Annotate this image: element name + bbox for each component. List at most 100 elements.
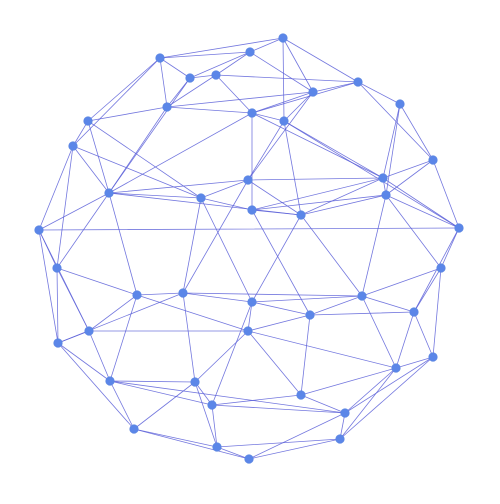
vertex-node (190, 377, 200, 387)
edge-line (108, 179, 249, 194)
edge-line (247, 120, 285, 181)
edge-line (87, 120, 202, 199)
edge-line (339, 356, 434, 440)
edge-line (136, 292, 184, 296)
edge-line (159, 57, 168, 108)
vertex-node (243, 175, 253, 185)
edge-line (251, 209, 302, 216)
edge-line (251, 112, 384, 179)
vertex-node (104, 188, 114, 198)
edge-line (133, 381, 196, 430)
vertex-node (68, 141, 78, 151)
edge-line (88, 330, 111, 382)
vertex-node (335, 434, 345, 444)
edge-line (194, 381, 213, 406)
edge-line (247, 330, 302, 396)
vertex-node (244, 454, 254, 464)
edge-line (182, 179, 249, 294)
vertex-node (436, 263, 446, 273)
edge-layer (38, 37, 460, 460)
vertex-node (305, 310, 315, 320)
vertex-node (185, 73, 195, 83)
edge-line (108, 106, 168, 194)
edge-line (300, 314, 311, 396)
edge-line (344, 356, 434, 414)
edge-line (432, 159, 460, 229)
vertex-node (279, 116, 289, 126)
edge-line (249, 37, 284, 53)
edge-line (109, 380, 346, 414)
edge-line (339, 367, 397, 440)
vertex-node (105, 376, 115, 386)
edge-line (399, 103, 434, 161)
vertex-node (296, 390, 306, 400)
edge-line (361, 295, 397, 369)
vertex-node (162, 102, 172, 112)
vertex-node (34, 225, 44, 235)
edge-line (200, 197, 253, 303)
edge-line (108, 112, 253, 194)
edge-line (361, 267, 442, 297)
edge-line (72, 145, 202, 199)
edge-line (382, 177, 460, 229)
vertex-node (129, 424, 139, 434)
vertex-node (212, 442, 222, 452)
vertex-node (83, 116, 93, 126)
edge-line (38, 145, 74, 231)
vertex-node (391, 363, 401, 373)
edge-line (283, 91, 314, 122)
edge-line (200, 179, 249, 199)
edge-line (56, 192, 110, 269)
edge-line (251, 209, 311, 316)
edge-line (38, 229, 59, 344)
edge-line (56, 145, 74, 269)
edge-line (87, 120, 110, 194)
vertex-node (178, 288, 188, 298)
edge-line (283, 120, 460, 229)
edge-line (382, 159, 434, 179)
edge-line (108, 77, 191, 194)
edge-line (361, 295, 415, 313)
edge-line (72, 57, 161, 147)
edge-line (215, 74, 253, 114)
edge-line (312, 81, 359, 93)
edge-line (395, 356, 434, 369)
vertex-node (211, 70, 221, 80)
edge-line (211, 404, 218, 448)
edge-line (38, 227, 460, 231)
edge-line (300, 394, 346, 414)
edge-line (344, 367, 397, 414)
edge-line (248, 438, 341, 460)
edge-line (166, 77, 191, 108)
edge-line (108, 192, 138, 296)
edge-line (133, 428, 218, 448)
edge-line (249, 51, 314, 93)
vertex-node (381, 190, 391, 200)
edge-line (166, 106, 253, 114)
edge-line (159, 51, 251, 59)
edge-line (133, 428, 250, 460)
edge-line (309, 295, 363, 316)
edge-line (395, 311, 415, 369)
edge-line (247, 301, 253, 332)
edge-line (283, 120, 302, 216)
edge-line (382, 103, 401, 179)
edge-line (247, 91, 314, 181)
edge-line (385, 159, 434, 196)
edge-line (211, 404, 346, 414)
edge-line (200, 197, 253, 211)
vertex-node (395, 99, 405, 109)
edge-line (182, 197, 202, 294)
edge-line (216, 446, 250, 460)
edge-line (282, 37, 285, 122)
edge-line (194, 330, 249, 383)
edge-line (159, 37, 284, 59)
edge-line (251, 301, 311, 316)
vertex-node (340, 408, 350, 418)
edge-line (216, 438, 341, 448)
edge-line (166, 74, 217, 108)
edge-line (300, 214, 363, 297)
vertex-node (296, 210, 306, 220)
vertex-node (278, 33, 288, 43)
edge-line (56, 267, 59, 344)
